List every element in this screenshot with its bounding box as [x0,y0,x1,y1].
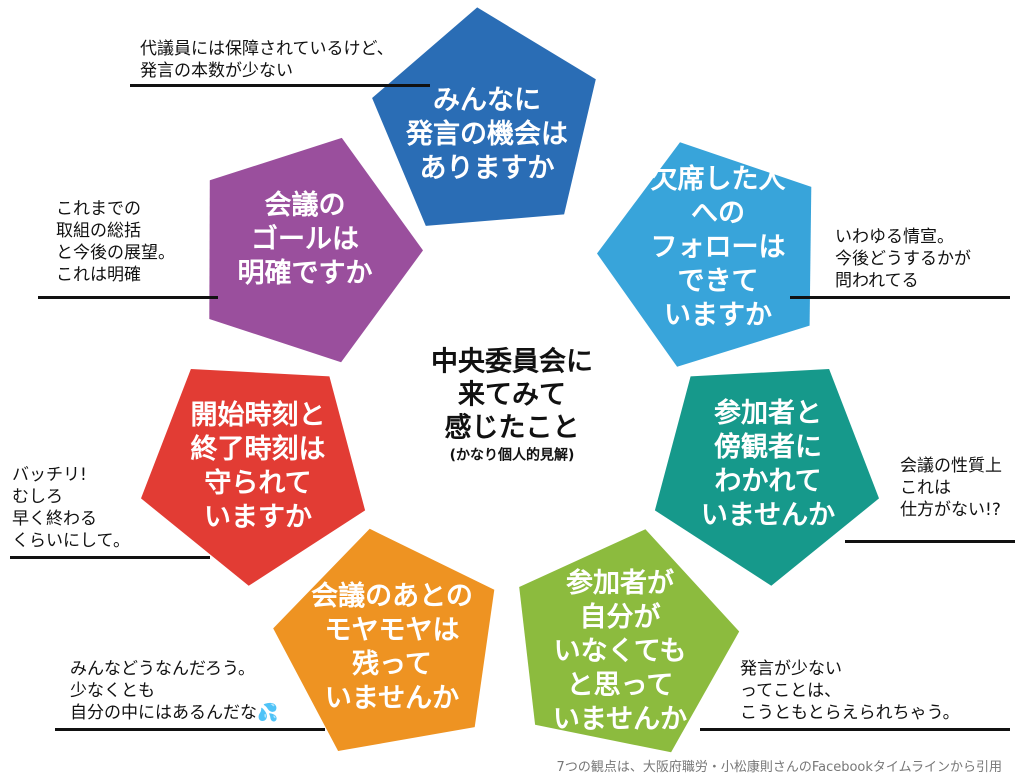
pentagon-label-participants-observers: 参加者と 傍観者に わかれて いませんか [700,398,836,531]
note-underline [790,296,1010,299]
pentagon-4 [519,529,740,753]
center-subtitle: (かなり個人的見解) [449,447,575,464]
pentagon-2 [597,142,812,367]
note-self: 発言が少ない ってことは、 こうともとらえられちゃう。 [740,659,960,723]
center-heading: 中央委員会に 来てみて 感じたこと [431,346,593,444]
note-speaking: 代議員には保障されているけど、 発言の本数が少ない [140,39,394,81]
center-title: 中央委員会に 来てみて 感じたこと (かなり個人的見解) [431,346,593,465]
pentagon-1 [372,7,596,226]
note-underline [130,84,430,87]
pentagon-label-self-unnecessary: 参加者が 自分が いなくても と思って いませんか [552,568,688,735]
pentagon-5 [273,528,495,751]
note-goal: これまでの 取組の総括 と今後の展望。 これは明確 [56,199,175,285]
note-doubts: みんなどうなんだろう。 少なくとも 自分の中にはあるんだな💦 [70,659,279,723]
note-underline [38,296,218,299]
pentagon-3 [654,369,879,586]
note-participants: 会議の性質上 これは 仕方がない!? [900,456,1002,520]
pentagon-label-absentee-followup: 欠席した人 への フォローは できて いますか [650,164,786,331]
pentagon-7 [209,137,423,363]
note-underline [55,728,325,731]
pentagon-label-start-end-time: 開始時刻と 終了時刻は 守られて いますか [190,400,326,533]
source-credit: 7つの観点は、大阪府職労・小松康則さんのFacebookタイムラインから引用 [556,760,1002,775]
pentagon-label-speaking-opportunity: みんなに 発言の機会は ありますか [406,85,568,184]
pentagon-6 [141,369,366,586]
note-underline [10,556,210,559]
pentagon-label-lingering-doubts: 会議のあとの モヤモヤは 残って いませんか [311,581,473,714]
note-underline [700,728,1010,731]
note-time: バッチリ! むしろ 早く終わる くらいにして。 [12,465,130,551]
note-followup: いわゆる情宣。 今後どうするかが 問われてる [835,227,971,291]
note-underline [845,540,1015,543]
pentagon-label-meeting-goal: 会議の ゴールは 明確ですか [237,190,373,289]
